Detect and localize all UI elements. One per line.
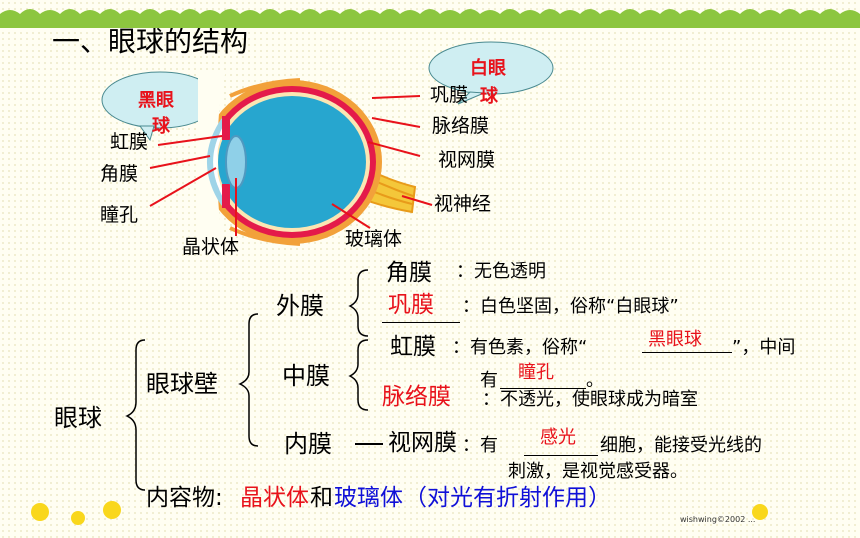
contents-lens: 晶状体 <box>240 485 309 511</box>
outline-inner: 内膜 <box>284 430 332 458</box>
row-retina: 视网膜 <box>388 430 457 456</box>
row-sclera-desc: ：白色坚固，俗称“白眼球” <box>462 296 679 317</box>
label-iris: 虹膜 <box>110 131 149 153</box>
label-optic-nerve: 视神经 <box>434 193 492 215</box>
bubble-right-text: 白眼 <box>470 58 506 79</box>
label-choroid: 脉络膜 <box>432 115 490 137</box>
fill-pupil: 瞳孔 <box>518 362 554 383</box>
label-vitreous: 玻璃体 <box>345 228 403 250</box>
row-you: 有 <box>480 370 498 391</box>
row-iris-desc1: ：有色素，俗称“ <box>452 337 588 358</box>
row-retina-desc2: 刺激，是视觉感受器。 <box>508 461 688 482</box>
row-period: 。 <box>586 370 604 391</box>
row-choroid: 脉络膜 <box>382 384 451 410</box>
row-cornea: 角膜 <box>386 260 432 286</box>
contents-function: （对光有折射作用） <box>404 485 611 511</box>
sclera-underline <box>382 322 460 323</box>
cornea <box>207 118 227 206</box>
watermark: wishwing©2002 ... <box>680 515 756 524</box>
bubble-left-text: 黑眼 <box>138 90 174 111</box>
contents-vitreous: 玻璃体 <box>334 485 403 511</box>
bubble-left-text2: 球 <box>152 116 170 137</box>
row-iris: 虹膜 <box>390 334 436 360</box>
label-sclera: 巩膜 <box>430 84 469 106</box>
label-lens: 晶状体 <box>182 236 240 258</box>
row-retina-desc-pre: ：有 <box>462 435 498 456</box>
bubble-right <box>428 41 554 95</box>
label-cornea: 角膜 <box>100 163 139 185</box>
row-choroid-desc: ：不透光，使眼球成为暗室 <box>482 389 698 410</box>
photoreceptor-underline <box>524 455 598 456</box>
pupil-underline <box>500 388 586 389</box>
contents-and: 和 <box>310 485 333 511</box>
grass-decoration <box>0 9 860 28</box>
vitreous-body <box>218 96 366 228</box>
row-retina-desc-post: 细胞，能接受光线的 <box>600 435 762 456</box>
page-title: 一、眼球的结构 <box>52 25 249 58</box>
outline-root: 眼球 <box>54 404 102 432</box>
iris <box>222 116 230 140</box>
row-sclera: 巩膜 <box>388 292 434 318</box>
outline-wall: 眼球壁 <box>146 370 218 398</box>
row-iris-desc2: ”，中间 <box>732 337 796 358</box>
label-pupil: 瞳孔 <box>100 204 139 226</box>
label-retina: 视网膜 <box>438 149 496 171</box>
fill-black-eye: 黑眼球 <box>648 329 702 350</box>
fill-photoreceptor: 感光 <box>540 427 576 448</box>
outline-outer: 外膜 <box>276 292 324 320</box>
row-cornea-desc: ：无色透明 <box>456 261 546 282</box>
outline-middle: 中膜 <box>282 362 330 390</box>
black-eye-underline <box>642 352 732 353</box>
bubble-right-text2: 球 <box>480 86 498 107</box>
contents-label: 内容物: <box>146 485 223 511</box>
